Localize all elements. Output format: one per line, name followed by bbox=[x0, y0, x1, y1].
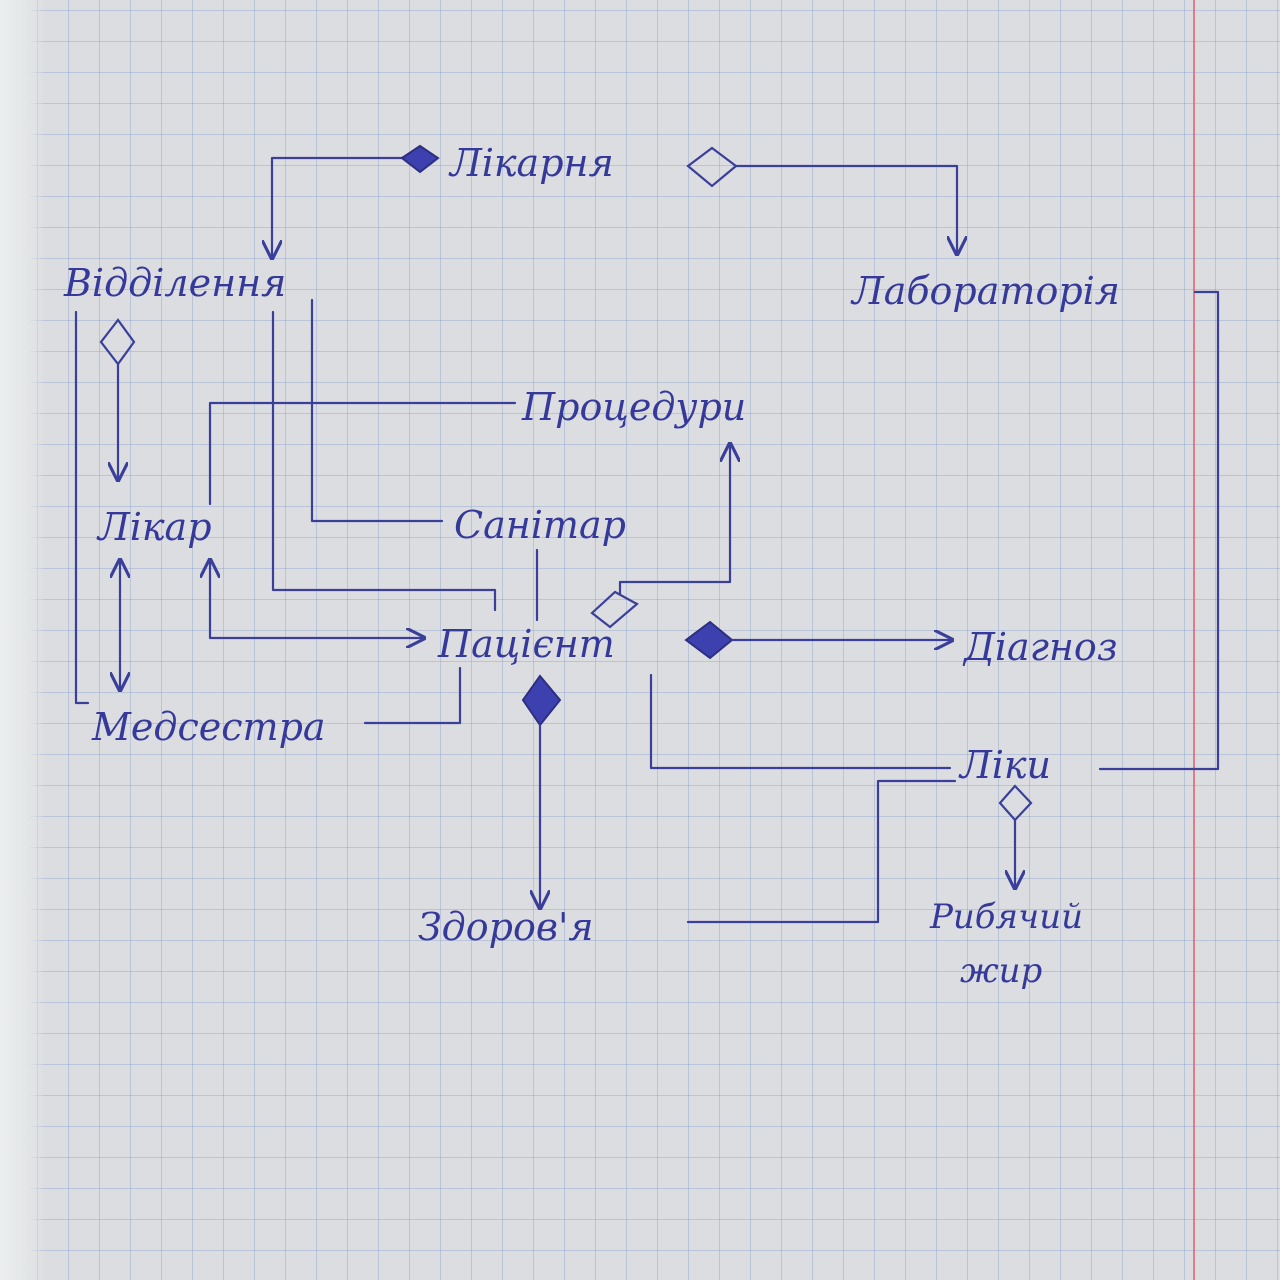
node-procedures: Процедури bbox=[521, 385, 746, 429]
node-patient: Пацієнт bbox=[437, 622, 615, 666]
edge-department-nurse bbox=[74, 310, 90, 705]
node-medicine: Ліки bbox=[958, 743, 1051, 787]
aggregation-diamond bbox=[998, 784, 1033, 822]
aggregation-diamond bbox=[686, 146, 738, 188]
node-nurse: Медсестра bbox=[91, 705, 326, 749]
node-diagnosis: Діагноз bbox=[962, 625, 1118, 669]
edge-department-orderly bbox=[310, 298, 444, 523]
node-fish-oil-line2: жир bbox=[960, 951, 1042, 991]
node-fish-oil-line1: Рибячий bbox=[929, 897, 1083, 937]
composition-diamond bbox=[521, 674, 562, 727]
node-doctor: Лікар bbox=[96, 505, 212, 549]
edge-medicine-health bbox=[686, 779, 957, 924]
edge-hospital-laboratory bbox=[734, 164, 957, 254]
composition-diamond bbox=[400, 144, 440, 174]
edge-laboratory-medicine bbox=[1098, 290, 1220, 771]
node-hospital: Лікарня bbox=[448, 141, 614, 185]
edge-doctor-procedures bbox=[208, 401, 517, 506]
edge-doctor-patient bbox=[210, 560, 424, 638]
composition-diamond bbox=[684, 620, 734, 660]
edge-patient-procedures bbox=[618, 444, 730, 596]
edge-hospital-department bbox=[272, 156, 404, 258]
aggregation-diamond bbox=[99, 318, 136, 366]
node-health: Здоров'я bbox=[418, 905, 594, 949]
edge-nurse-patient bbox=[363, 666, 462, 725]
edge-department-patient bbox=[271, 310, 497, 612]
edge-patient-medicine bbox=[649, 673, 952, 770]
margin-line bbox=[1193, 0, 1195, 1280]
node-department: Відділення bbox=[63, 261, 286, 305]
aggregation-diamond bbox=[590, 590, 639, 629]
node-orderly: Санітар bbox=[454, 503, 626, 547]
node-laboratory: Лабораторія bbox=[850, 269, 1120, 313]
torn-page-edge bbox=[0, 0, 46, 1280]
